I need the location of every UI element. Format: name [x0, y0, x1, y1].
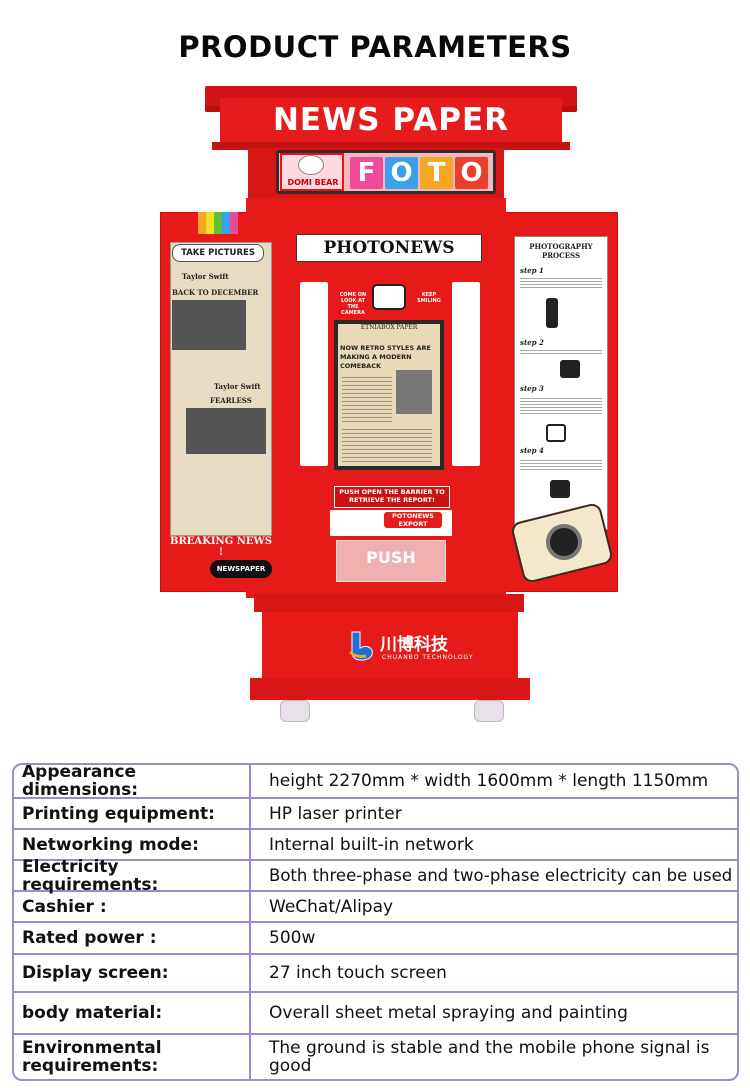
foto-letter-o2: O — [455, 157, 488, 189]
process-step-2: step 2 — [520, 338, 544, 347]
screen-text-block — [342, 426, 432, 462]
param-value: Both three-phase and two-phase electrici… — [269, 865, 733, 885]
newspaper-badge: NEWSPAPER — [210, 560, 272, 578]
screen-headline: NOW RETRO STYLES ARE MAKING A MODERN COM… — [340, 344, 431, 370]
left-photo-1 — [172, 300, 246, 350]
rainbow-stripe — [198, 212, 206, 234]
param-label: Rated power : — [14, 923, 251, 953]
left-headline-1: BACK TO DECEMBER — [172, 288, 259, 297]
param-value: Internal built-in network — [269, 834, 474, 855]
rainbow-stripe — [222, 212, 230, 234]
camera-icon — [372, 284, 406, 310]
table-row: Rated power : 500w — [14, 923, 737, 955]
chuanbo-logo-icon — [348, 631, 373, 661]
param-label: Environmental requirements: — [14, 1035, 251, 1079]
param-label: Networking mode: — [14, 830, 251, 859]
left-artist-1: Taylor Swift — [182, 272, 229, 281]
push-instruction-strip — [334, 486, 450, 508]
page-title: PRODUCT PARAMETERS — [178, 30, 572, 64]
base-bottom — [250, 678, 530, 700]
left-artist-2: Taylor Swift — [214, 382, 261, 391]
bear-icon — [298, 155, 324, 175]
foto-letter-t: T — [420, 157, 453, 189]
push-instruction: PUSH OPEN THE BARRIER TO RETRIEVE THE RE… — [339, 488, 445, 504]
process-step-3: step 3 — [520, 384, 544, 393]
camera-lens-icon — [546, 524, 582, 560]
process-step-1: step 1 — [520, 266, 544, 275]
printer-icon — [550, 480, 570, 498]
breaking-news-label: BREAKING NEWS ! — [170, 536, 272, 558]
header-board — [220, 98, 562, 144]
table-row: Appearance dimensions: height 2270mm * w… — [14, 765, 737, 799]
process-step-text — [520, 458, 602, 470]
camera-hint-left: COME ON LOOK AT THE CAMERA — [339, 292, 367, 316]
phone-icon — [546, 298, 558, 328]
base-column — [262, 612, 518, 680]
left-headline-2: FEARLESS — [210, 396, 252, 405]
table-row: Electricity requirements: Both three-pha… — [14, 858, 737, 894]
photonews-sign-box — [296, 234, 482, 262]
logo-text: 川博科技 — [380, 635, 448, 655]
left-newspaper-poster — [170, 242, 272, 536]
camera-hint-right: KEEP SMILING — [417, 292, 441, 304]
push-tray — [336, 540, 446, 582]
param-label: Cashier : — [14, 892, 251, 921]
param-value: 500w — [269, 928, 316, 948]
screen-title: ETNIABOX PAPER — [360, 324, 418, 331]
table-row: Printing equipment: HP laser printer — [14, 799, 737, 830]
param-value: HP laser printer — [269, 803, 402, 824]
photonews-sign: PHOTONEWS — [323, 238, 455, 258]
logo-subtitle: CHUANBO TECHNOLOGY — [382, 654, 474, 661]
left-photo-2 — [186, 408, 266, 454]
param-value: WeChat/Alipay — [269, 896, 394, 917]
payment-icon — [560, 360, 580, 378]
push-label: PUSH — [366, 548, 416, 567]
table-row: Display screen: 27 inch touch screen — [14, 955, 737, 993]
screen-text-block — [342, 374, 392, 422]
take-pictures-tag: TAKE PICTURES — [172, 244, 264, 262]
base-top — [254, 594, 524, 612]
header-strip — [212, 142, 570, 150]
foto-letter-f: F — [350, 157, 383, 189]
process-step-text — [520, 396, 602, 414]
brand-label: DOMI BEAR — [287, 178, 339, 187]
param-label: body material: — [14, 993, 251, 1033]
product-image: NEWS PAPER DOMI BEAR F O T O PHOTONEWS C… — [160, 86, 618, 722]
camera-icon — [546, 424, 566, 442]
header-sign: NEWS PAPER — [272, 102, 510, 138]
table-row: Networking mode: Internal built-in netwo… — [14, 830, 737, 861]
table-row: Cashier : WeChat/Alipay — [14, 892, 737, 923]
param-label: Printing equipment: — [14, 799, 251, 828]
process-step-4: step 4 — [520, 446, 544, 455]
screen-photo — [396, 370, 432, 414]
param-value: height 2270mm * width 1600mm * length 11… — [269, 771, 709, 791]
param-value: Overall sheet metal spraying and paintin… — [269, 1003, 628, 1023]
rainbow-stripe — [214, 212, 222, 234]
rainbow-stripe — [230, 212, 238, 234]
process-title: PHOTOGRAPHY PROCESS — [529, 242, 593, 260]
param-value: The ground is stable and the mobile phon… — [269, 1038, 710, 1076]
param-label: Display screen: — [14, 955, 251, 991]
table-row: body material: Overall sheet metal spray… — [14, 993, 737, 1035]
fill-light-right — [452, 282, 480, 466]
table-row: Environmental requirements: The ground i… — [14, 1035, 737, 1079]
caster-wheel-icon — [280, 700, 310, 722]
param-label: Electricity requirements: — [14, 858, 251, 894]
caster-wheel-icon — [474, 700, 504, 722]
process-step-text — [520, 348, 602, 356]
param-value: 27 inch touch screen — [269, 963, 447, 983]
process-step-text — [520, 276, 602, 290]
export-badge: POTONEWS EXPORT — [384, 512, 442, 528]
parameters-table: Appearance dimensions: height 2270mm * w… — [12, 763, 739, 1081]
foto-letter-o: O — [385, 157, 418, 189]
param-label: Appearance dimensions: — [14, 765, 251, 799]
fill-light-left — [300, 282, 328, 466]
rainbow-stripe — [206, 212, 214, 234]
